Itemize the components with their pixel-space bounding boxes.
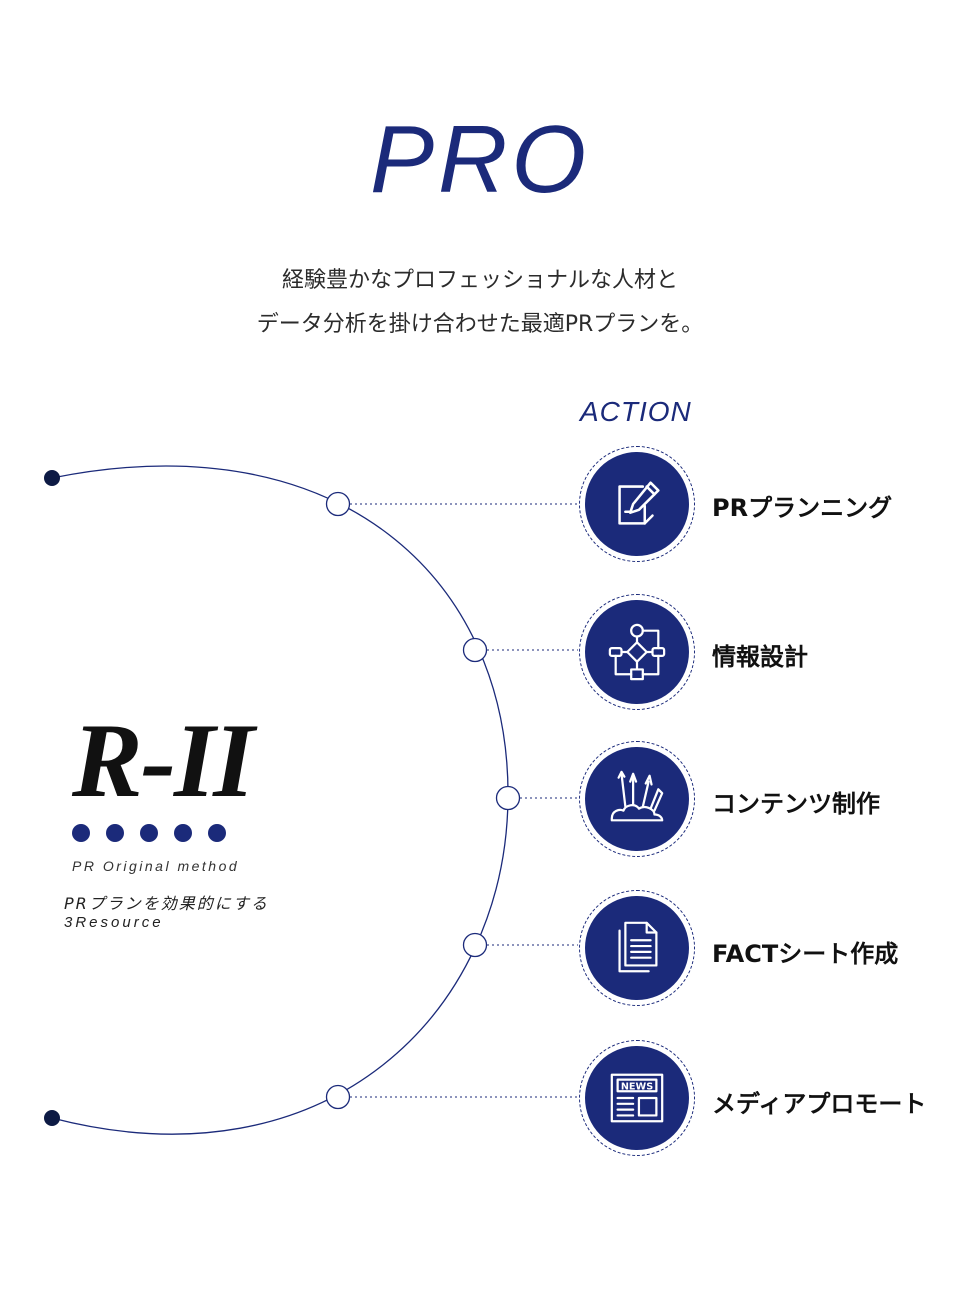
action-item-label-4: FACTシート作成: [712, 940, 899, 968]
arc-node-1: [325, 491, 351, 517]
svg-text:NEWS: NEWS: [621, 1081, 653, 1092]
brand-description-line-2: 3Resource: [64, 914, 164, 931]
brand-logo: R-II: [72, 702, 255, 819]
documents-icon: [618, 921, 658, 973]
action-item-label-3: コンテンツ制作: [712, 790, 880, 818]
action-item-fact-sheet-badge: [579, 890, 695, 1006]
action-item-planning-badge: [579, 446, 695, 562]
subtitle-line-1: 経験豊かなプロフェッショナルな人材と: [281, 268, 678, 293]
action-item-label-1: PRプランニング: [712, 494, 893, 522]
brand-dot: [72, 824, 90, 842]
brand-description-line-1: PRプランを効果的にする: [64, 894, 269, 913]
brand-dots: [72, 824, 226, 842]
arc-node-4: [462, 932, 488, 958]
brand-dot: [140, 824, 158, 842]
edit-document-icon: [618, 481, 660, 525]
brand-dot: [174, 824, 192, 842]
newspaper-icon: NEWS: [610, 1073, 664, 1123]
page-title: PRO: [369, 106, 591, 213]
action-item-design-badge: [579, 594, 695, 710]
action-item-content-badge: [579, 741, 695, 857]
flowchart-icon: [608, 623, 666, 681]
arc-endpoint-bottom: [44, 1110, 60, 1126]
arc-node-5: [325, 1084, 351, 1110]
action-item-media-badge: NEWS: [579, 1040, 695, 1156]
brand-dot: [106, 824, 124, 842]
brand-dot: [208, 824, 226, 842]
arc-node-3: [495, 785, 521, 811]
subtitle-line-2: データ分析を掛け合わせた最適PRプランを。: [256, 312, 704, 337]
creative-tools-icon: [610, 770, 664, 822]
action-item-label-5: メディアプロモート: [712, 1090, 927, 1118]
action-item-label-2: 情報設計: [712, 643, 808, 671]
action-heading: ACTION: [580, 396, 692, 427]
arc-node-2: [462, 637, 488, 663]
arc-endpoint-top: [44, 470, 60, 486]
brand-subtitle: PR Original method: [72, 858, 240, 874]
